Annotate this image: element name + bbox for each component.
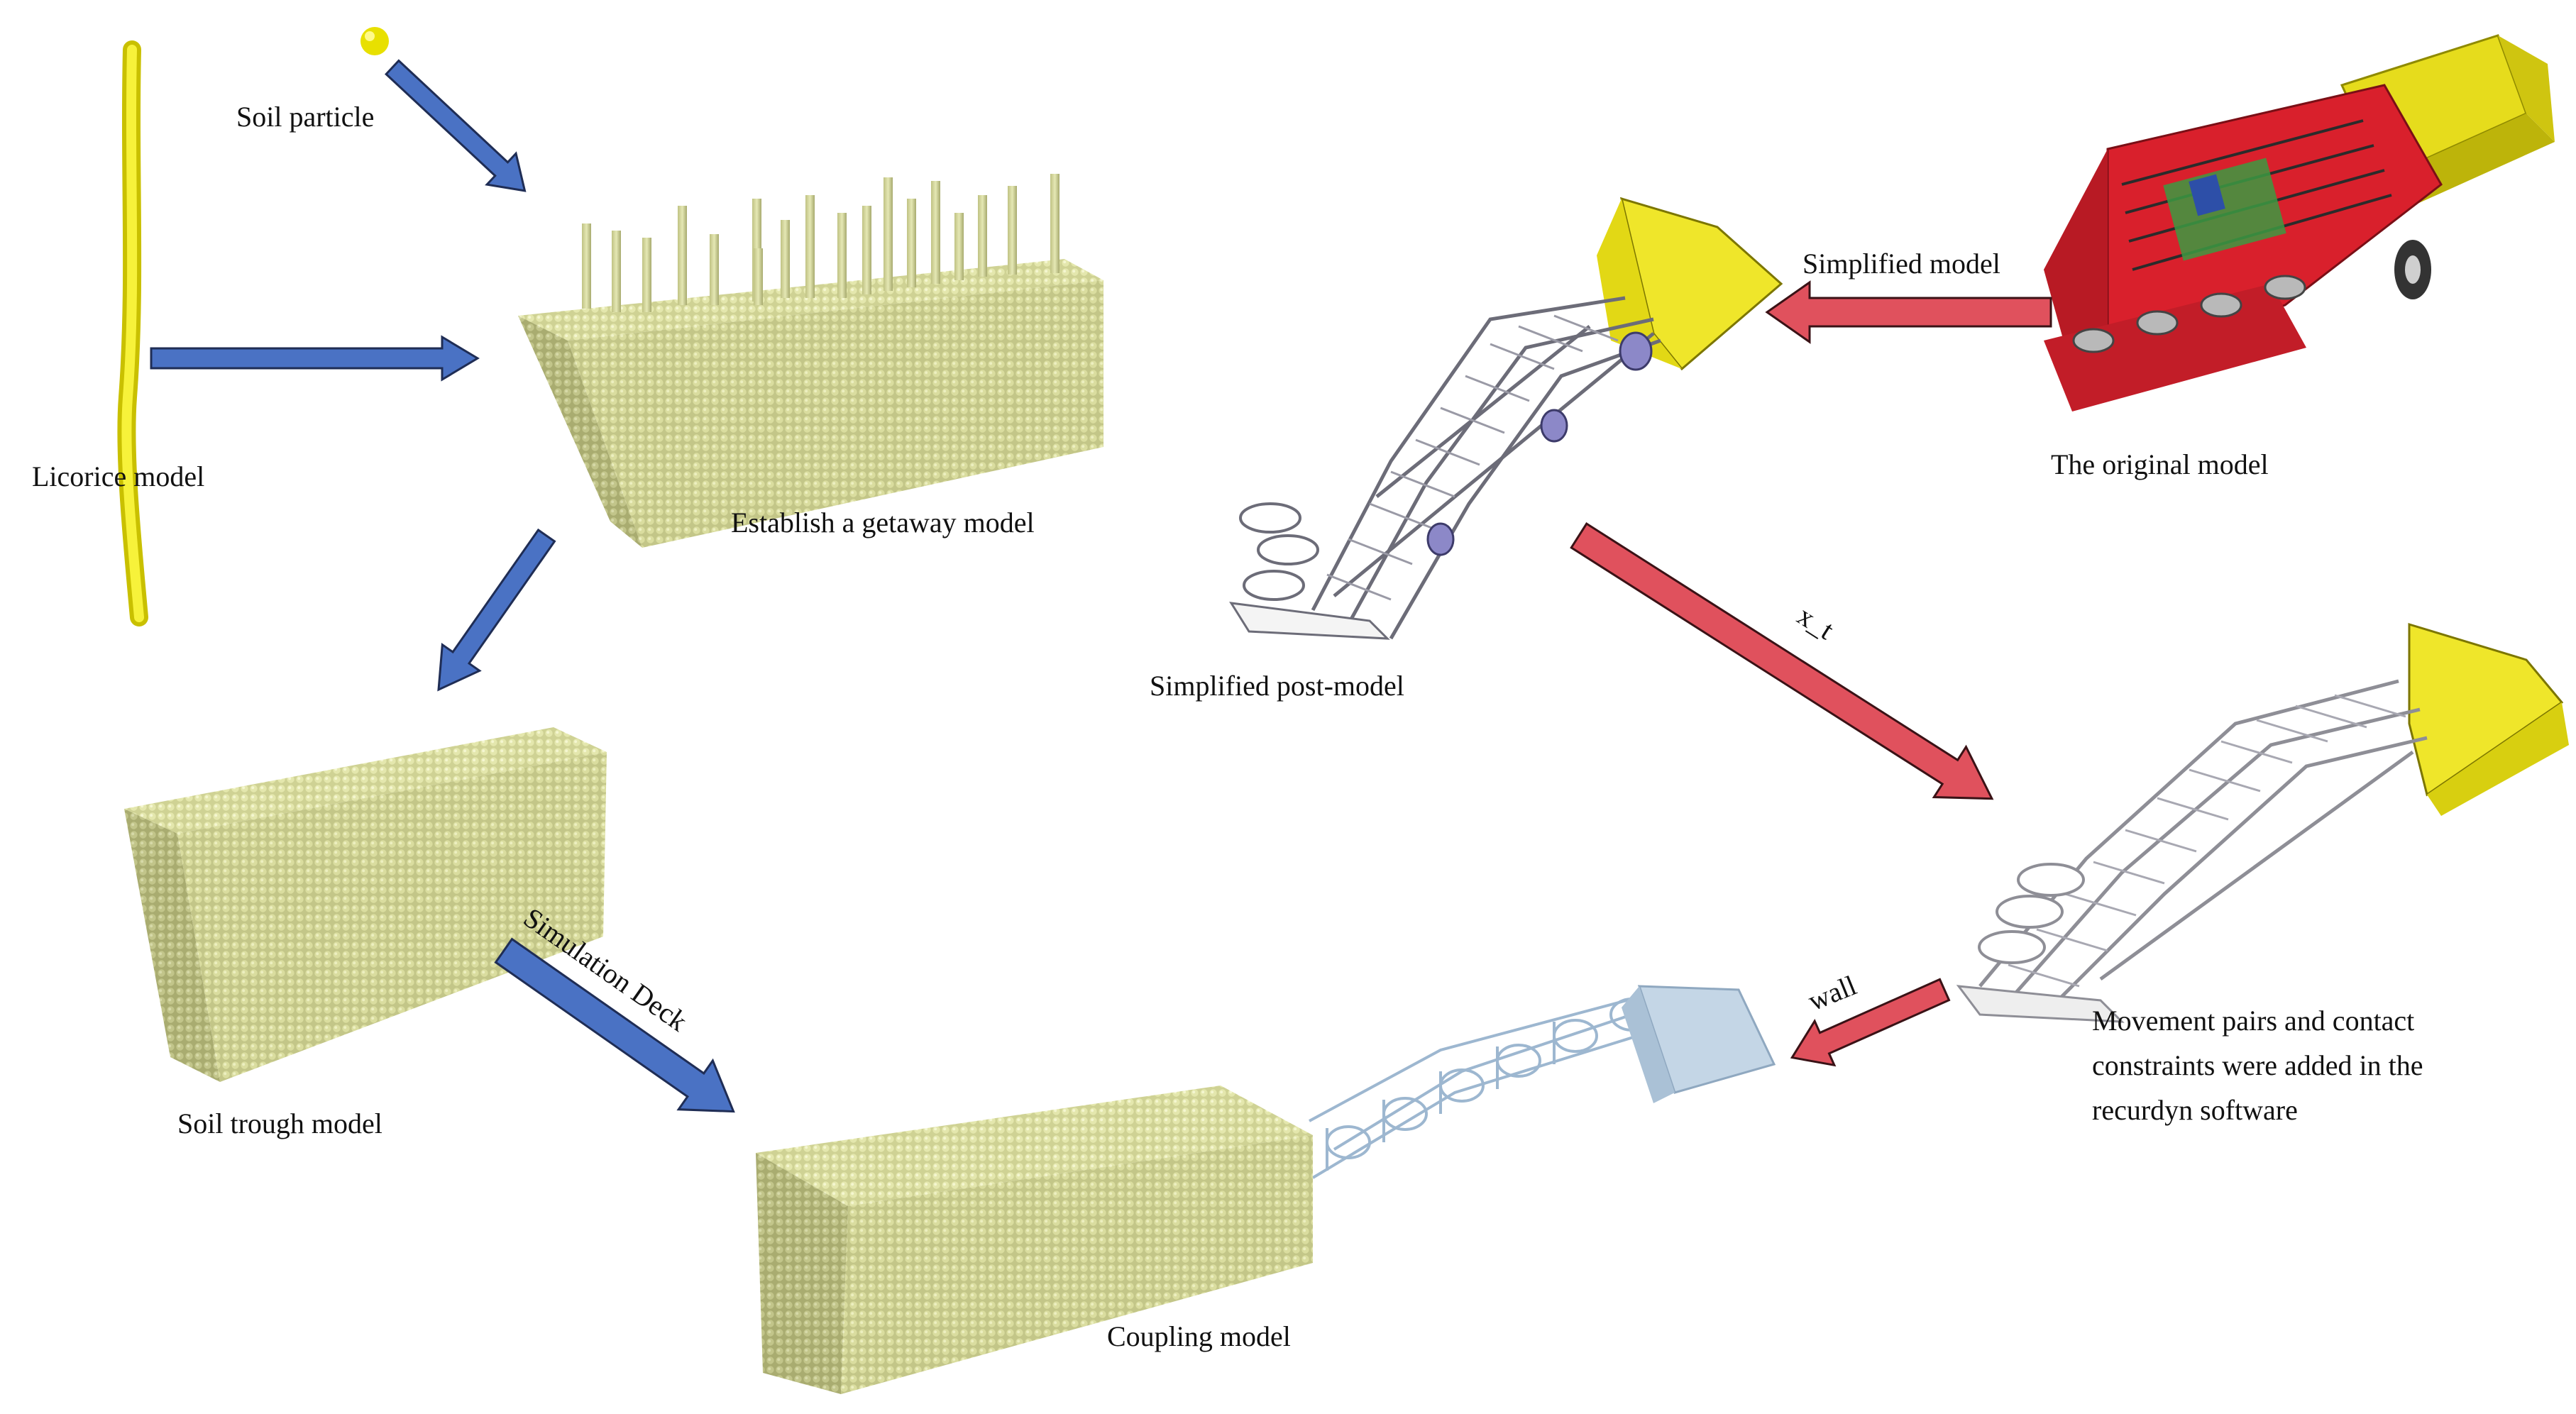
arrow-particle-to-bin	[385, 59, 527, 192]
soil-particle-label: Soil particle	[236, 101, 374, 133]
simplified-post-model-figure	[1229, 197, 1783, 640]
wall-label: wall	[1804, 969, 1861, 1017]
original-harvester-model	[2044, 34, 2555, 412]
movement-label-line3: recurdyn software	[2092, 1094, 2298, 1126]
recurdyn-model-figure	[1956, 622, 2569, 1023]
simplified-model-label: Simplified model	[1802, 248, 2000, 280]
simplified-post-model-label: Simplified post-model	[1150, 670, 1404, 702]
coupling-model-label: Coupling model	[1107, 1320, 1291, 1352]
arrow-simulation-deck	[494, 937, 735, 1113]
getaway-model-soil-box	[518, 174, 1103, 548]
licorice-model-label: Licorice model	[32, 460, 204, 492]
coupling-model-figure	[756, 985, 1776, 1394]
movement-label-line1: Movement pairs and contact	[2092, 1005, 2414, 1037]
arrow-x-t	[1570, 522, 1994, 800]
arrow-simplified-model	[1765, 280, 2052, 344]
x-t-label: x_t	[1792, 600, 1839, 646]
arrow-licorice-to-bin	[150, 335, 480, 382]
movement-label-line2: constraints were added in the	[2092, 1049, 2423, 1081]
soil-particle-sphere	[360, 27, 389, 55]
establish-getaway-model-label: Establish a getaway model	[731, 507, 1035, 538]
arrow-wall	[1790, 978, 1951, 1067]
soil-trough-box	[124, 727, 607, 1082]
the-original-model-label: The original model	[2051, 448, 2269, 480]
soil-trough-model-label: Soil trough model	[177, 1108, 382, 1139]
arrow-bin-to-trough	[437, 528, 556, 692]
